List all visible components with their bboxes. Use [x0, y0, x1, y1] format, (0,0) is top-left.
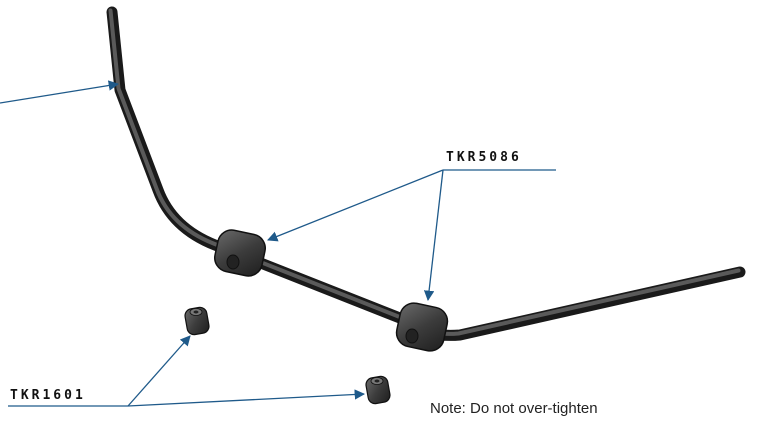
- leader-1601-b: [127, 389, 366, 407]
- part-label-tkr1601: TKR1601: [10, 388, 86, 403]
- sway-bar: [106, 6, 746, 341]
- leader-5086-b: [423, 169, 444, 302]
- leader-1601-a: [127, 335, 191, 407]
- bushing-upper-right: [395, 302, 449, 352]
- small-bushing-1: [184, 306, 210, 336]
- leader-bar: [0, 80, 120, 104]
- small-bushing-2: [365, 375, 391, 405]
- bushing-upper-left: [214, 229, 266, 277]
- leader-lines: [0, 80, 556, 407]
- part-label-tkr5086: TKR5086: [446, 150, 522, 165]
- leader-5086-a: [267, 169, 444, 242]
- assembly-note: Note: Do not over-tighten: [430, 400, 598, 417]
